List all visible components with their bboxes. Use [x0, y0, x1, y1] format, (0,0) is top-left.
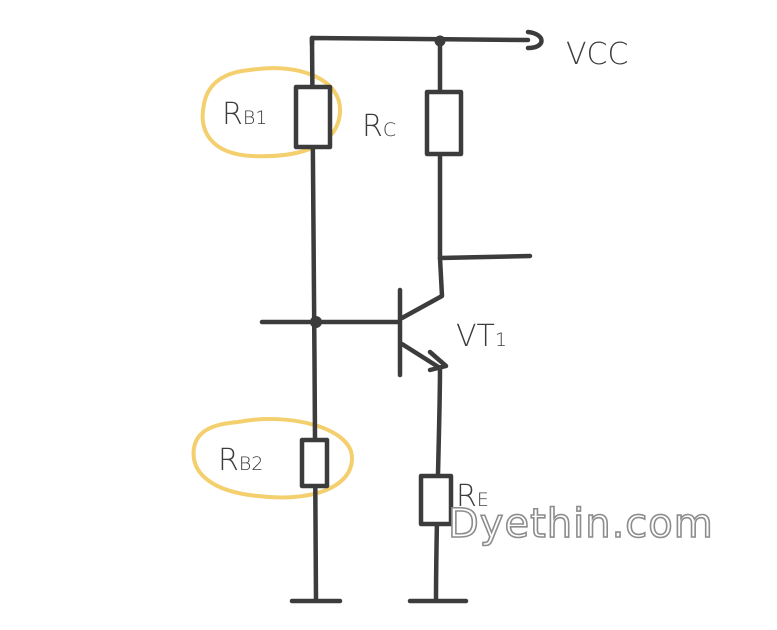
junction-top	[434, 35, 446, 47]
supply-rail	[309, 35, 531, 47]
rb2-label: RB2	[218, 443, 263, 478]
re-label: RE	[456, 479, 489, 514]
transistor-label: VT1	[456, 319, 507, 354]
junction-base	[310, 316, 322, 328]
vcc-terminal	[525, 29, 544, 51]
resistor-rb2	[299, 437, 330, 489]
transistor-emitter	[399, 341, 443, 371]
rb1-label: RB1	[222, 97, 267, 132]
watermark: Dyethin.com	[448, 501, 714, 547]
resistor-rb1	[293, 84, 333, 150]
output-wire	[437, 253, 533, 261]
rb1-highlight	[200, 66, 343, 159]
transistor-collector	[399, 255, 445, 321]
emitter-wire	[433, 365, 443, 603]
resistor-rc	[424, 89, 464, 157]
rc-label: RC	[362, 109, 396, 144]
rb2-highlight	[191, 417, 354, 500]
vcc-label: VCC	[566, 37, 628, 72]
emitter-arrow	[427, 349, 449, 373]
resistor-re	[418, 473, 454, 527]
